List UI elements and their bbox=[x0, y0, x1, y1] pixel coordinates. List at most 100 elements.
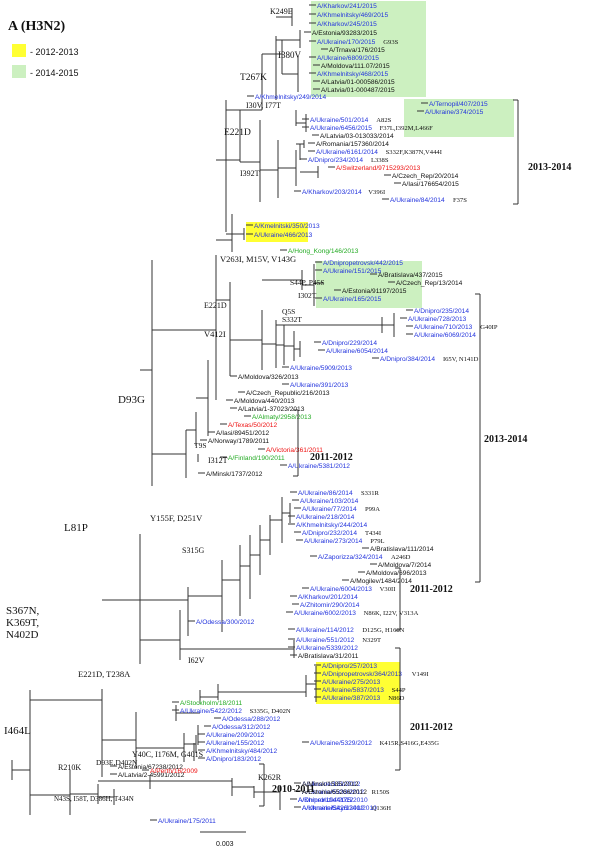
leaf-label: A/Trnava/176/2015 bbox=[329, 47, 385, 54]
leaf-label: A/Khmelnitsky/468/2015 bbox=[317, 71, 388, 78]
mutation-label: I392T bbox=[240, 169, 260, 178]
leaf-label: A/Minsk/1737/2012 bbox=[206, 471, 263, 478]
leaf-label: A/Ukraine/728/2013 bbox=[408, 316, 467, 323]
leaf-label: A/Dnipro/384/2014 bbox=[380, 356, 435, 363]
mutation-label: I312T bbox=[208, 456, 228, 465]
leaf-label: A/Latvia/01-000586/2015 bbox=[321, 79, 395, 86]
leaf-label: A/Estonia/65266/2012 bbox=[302, 789, 367, 796]
scale-bar: 0.003 bbox=[200, 831, 246, 848]
leaf-mutation-note: R150S bbox=[372, 789, 390, 796]
leaf-label: A/Moldova/440/2013 bbox=[234, 398, 295, 405]
leaf-label: A/Moldova/7/2014 bbox=[378, 562, 431, 569]
leaf-mutation-note: A246D bbox=[391, 554, 411, 561]
mutation-label: D93G bbox=[118, 394, 145, 406]
legend-label: - 2014-2015 bbox=[30, 68, 79, 78]
leaf-label: A/Dnipro/229/2014 bbox=[322, 340, 377, 347]
leaf-label: A/Romania/157360/2014 bbox=[316, 141, 389, 148]
legend: - 2012-2013 - 2014-2015 bbox=[12, 44, 79, 78]
leaf-label: A/Moldova/326/2013 bbox=[238, 374, 299, 381]
leaf-mutation-note: N329T bbox=[362, 637, 381, 644]
mutation-label: E221D bbox=[204, 301, 227, 310]
leaf-mutation-note: F37L,I392M,L466F bbox=[380, 125, 433, 132]
mutation-label: N43S, I58T, D386H, T434N bbox=[54, 795, 134, 803]
leaf-label: A/Ukraine/175/2011 bbox=[158, 818, 216, 825]
leaf-label: A/Kharkov/241/2015 bbox=[317, 3, 377, 10]
mutation-label: Y40C, I176M, G401S bbox=[132, 750, 203, 759]
legend-swatch-2014-2015 bbox=[12, 65, 26, 78]
leaf-label: A/Ukraine/77/2014 bbox=[302, 506, 357, 513]
mutation-label: K262R bbox=[258, 773, 282, 782]
leaf-label: A/Victoria/361/2011 bbox=[266, 447, 323, 454]
leaf-label: A/Khmelnitsky/1340/2010 bbox=[302, 805, 377, 812]
clade-label: 2013-2014 bbox=[528, 162, 571, 173]
leaf-label: A/Ukraine/5422/2012 bbox=[180, 708, 242, 715]
leaf-label: A/Kharkov/201/2014 bbox=[298, 594, 358, 601]
leaf-label: A/Dnipro/194/2012 bbox=[298, 797, 353, 804]
leaf-label: A/Kmelnitski/350/2013 bbox=[254, 223, 320, 230]
leaf-label: A/Ukraine/5909/2013 bbox=[290, 365, 352, 372]
leaf-label: A/Moldova/111.07/2015 bbox=[321, 63, 390, 70]
leaf-mutation-note: V149I bbox=[412, 671, 429, 678]
leaf-mutation-note: V30II bbox=[380, 586, 396, 593]
leaf-label: A/Ukraine/501/2014 bbox=[310, 117, 369, 124]
mutation-label: S44P, P45S bbox=[290, 278, 325, 287]
leaf-label: A/Texas/50/2012 bbox=[228, 422, 277, 429]
leaf-mutation-note: V396I bbox=[368, 189, 385, 196]
leaf-label: A/Khmelnitsky/249/2014 bbox=[255, 94, 326, 101]
leaf-label: A/Czech_Rep/20/2014 bbox=[392, 173, 459, 180]
leaf-mutation-note: I65V, N141D bbox=[443, 356, 479, 363]
leaf-label: A/Ukraine/466/2013 bbox=[254, 232, 313, 239]
leaf-label: A/Khmelnitsky/244/2014 bbox=[296, 522, 367, 529]
leaf-label: A/Dnipro/232/2014 bbox=[302, 530, 357, 537]
leaf-label: A/Dnipro/183/2012 bbox=[206, 756, 261, 763]
leaf-mutation-note: S331R bbox=[361, 490, 380, 497]
mutation-label: I30V, I77T bbox=[246, 101, 281, 110]
mutation-label: S332T bbox=[282, 315, 302, 324]
leaf-label: A/Odessa/288/2012 bbox=[222, 716, 281, 723]
leaf-label: A/Almaty/2958/2013 bbox=[252, 414, 312, 421]
leaf-label: A/Czech_Rep/13/2014 bbox=[396, 280, 463, 287]
leaf-label: A/Iasi/176654/2015 bbox=[402, 181, 459, 188]
leaf-label: A/Dnipropetrovsk/364/2013 bbox=[322, 671, 402, 678]
leaf-label: A/Estonia/67238/2012 bbox=[118, 764, 183, 771]
mutation-label: E221D bbox=[224, 128, 251, 138]
leaf-label: A/Minsk/1585/2012 bbox=[302, 781, 359, 788]
clade-label: 2011-2012 bbox=[310, 452, 353, 463]
leaf-label: A/Khmelnizk/4175/2010 bbox=[298, 797, 368, 804]
leaf-label: A/Ternopil/407/2015 bbox=[429, 101, 488, 108]
mutation-label: K369T, bbox=[6, 617, 39, 629]
leaf-label: A/Mogilev/1484/2014 bbox=[350, 578, 412, 585]
mutation-label: L81P bbox=[64, 522, 88, 534]
leaf-label: A/Zaporizza/324/2014 bbox=[318, 554, 383, 561]
leaf-label: A/Latvia/01-000487/2015 bbox=[321, 87, 395, 94]
highlight-box bbox=[404, 99, 514, 137]
leaf-label: A/Ukraine/6069/2014 bbox=[414, 332, 476, 339]
leaf-label: A/Dnipropetrovsk/442/2015 bbox=[323, 260, 403, 267]
leaf-label: A/Ukraine/209/2012 bbox=[206, 732, 265, 739]
leaf-mutation-note: N86D bbox=[388, 695, 404, 702]
leaf-label: A/Ukraine/551/2012 bbox=[296, 637, 355, 644]
leaf-label: A/Ukraine/170/2015 bbox=[317, 39, 376, 46]
leaf-label: A/Ukraine/374/2015 bbox=[425, 109, 484, 116]
leaf-label: A/Ukraine/5381/2012 bbox=[288, 463, 350, 470]
highlight-box bbox=[316, 662, 400, 704]
leaf-label: A/Dnipro/235/2014 bbox=[414, 308, 469, 315]
leaf-mutation-note: D125G, H168N bbox=[362, 627, 404, 634]
leaf-label: A/Ukraine/391/2013 bbox=[290, 382, 349, 389]
leaf-label: A/Ukraine/5339/2012 bbox=[296, 645, 358, 652]
clade-label: 2011-2012 bbox=[410, 584, 453, 595]
mutation-label: K249E bbox=[270, 7, 293, 16]
leaf-label: A/Odessa/312/2012 bbox=[212, 724, 271, 731]
leaf-label: A/Czech_Republic/216/2013 bbox=[246, 390, 330, 397]
mutation-label: T267K bbox=[240, 73, 267, 83]
leaf-label: A/Khmelnitsky/484/2012 bbox=[206, 748, 277, 755]
scale-bar-label: 0.003 bbox=[216, 841, 234, 848]
leaf-label: A/Ukraine/165/2015 bbox=[323, 296, 382, 303]
leaf-label: A/Ukraine/275/2013 bbox=[322, 679, 381, 686]
leaf-label: A/Ukraine/6002/2013 bbox=[294, 610, 356, 617]
leaf-label: A/Ukraine/114/2012 bbox=[296, 627, 354, 634]
leaf-label: A/Ukraine/710/2013 bbox=[414, 324, 473, 331]
leaf-mutation-note: P99A bbox=[365, 506, 380, 513]
leaf-label: A/Moldova/696/2013 bbox=[366, 570, 427, 577]
leaf-label: A/Dnipro/234/2014 bbox=[308, 157, 363, 164]
